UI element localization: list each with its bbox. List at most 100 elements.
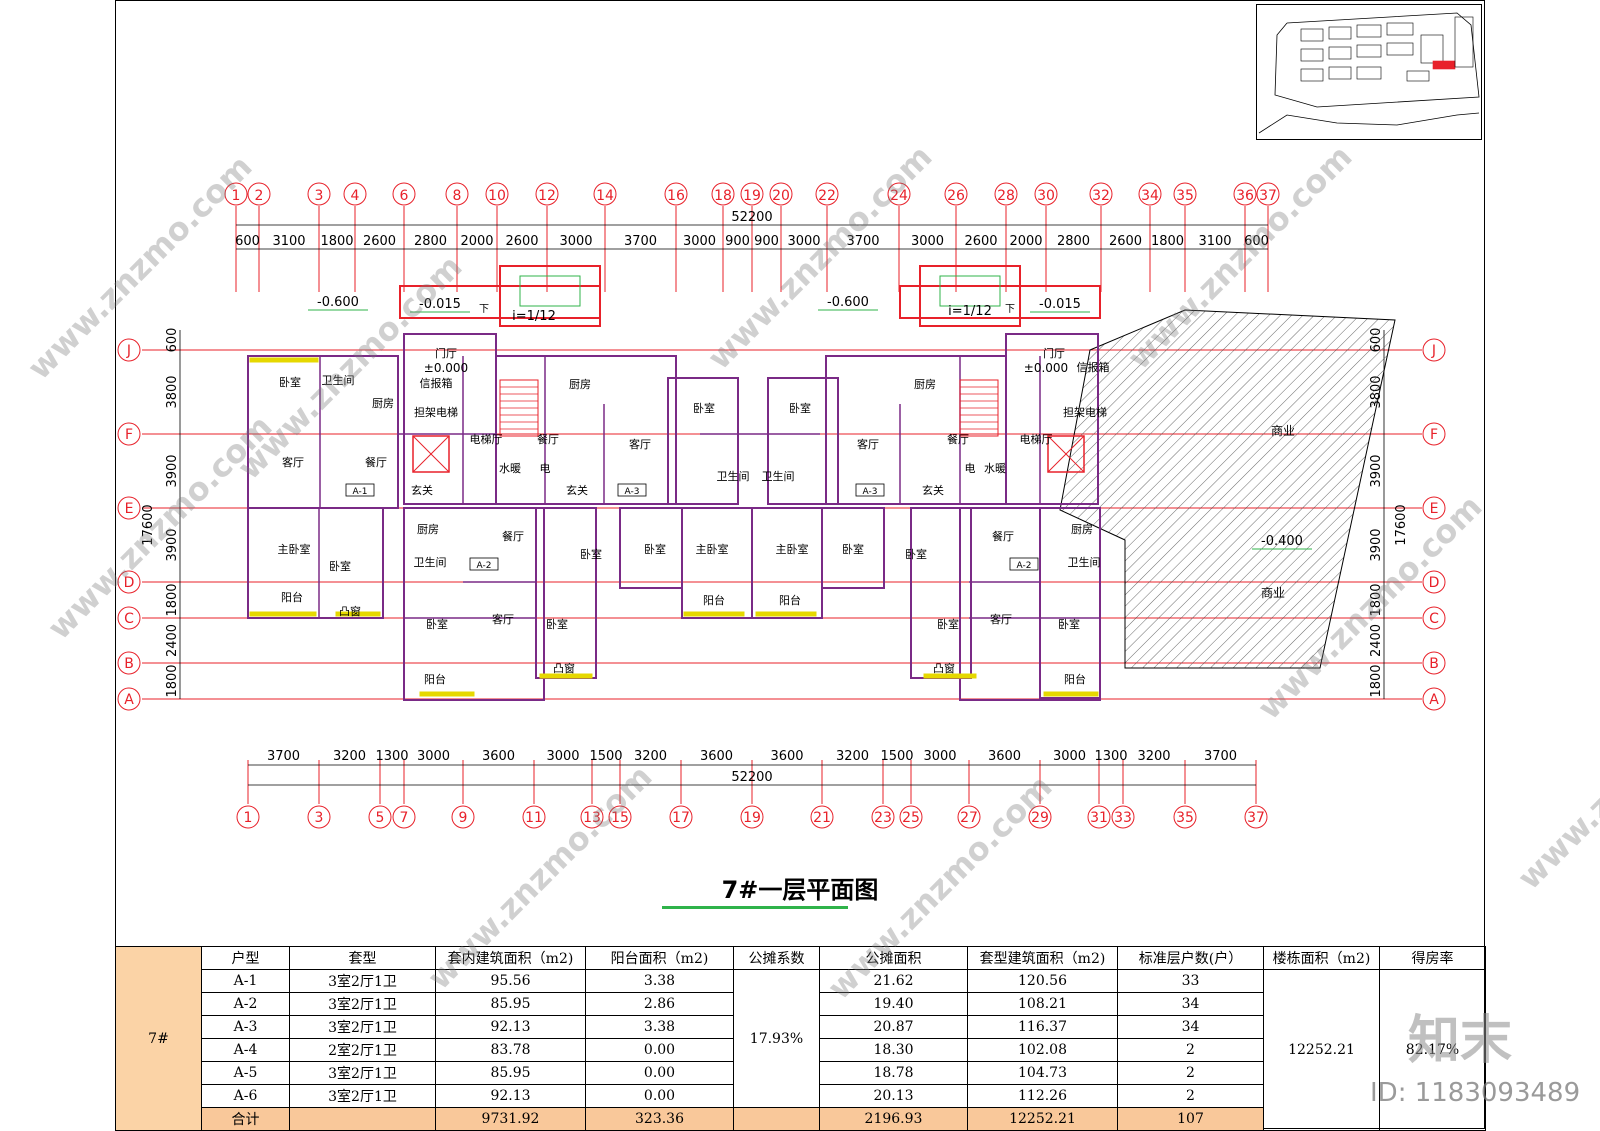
cell-total-area: 116.37: [967, 1015, 1118, 1039]
cell-empty: [733, 1107, 820, 1131]
ramp-outer: [919, 265, 1021, 327]
room-label: 客厅: [629, 437, 651, 451]
axis-label-bottom: 35: [1176, 810, 1194, 826]
left-dim-label: 1800: [165, 583, 180, 616]
cell-layout: 3室2厅1卫: [289, 992, 436, 1016]
lobby-level: ±0.000: [424, 361, 468, 375]
room-label: 厨房: [914, 378, 936, 391]
axis-label-top: 35: [1176, 188, 1194, 204]
axis-bubble-bottom: [236, 805, 260, 829]
unit-tag: A-2: [1017, 561, 1032, 571]
axis-label-top: 1: [232, 188, 241, 204]
axis-bubble-left: [117, 422, 141, 446]
axis-bubble-top: [343, 182, 367, 206]
wall-outline: [1005, 333, 1099, 505]
elevator-cross: [1047, 435, 1085, 473]
top-dim-label: 600: [1244, 234, 1269, 249]
unit-tag-box: [345, 483, 375, 497]
cell-balcony-area: 3.38: [585, 969, 734, 993]
cell-shared-area: 2196.93: [819, 1107, 968, 1131]
axis-label-bottom: 7: [400, 810, 409, 826]
axis-label-right: A: [1429, 692, 1439, 708]
wall-outline: [247, 507, 384, 619]
room-label: 厨房: [569, 378, 591, 391]
axis-label-top: 2: [255, 188, 264, 204]
right-dim-label: 3900: [1369, 454, 1384, 487]
room-label: 凸窗: [933, 661, 955, 675]
room-label: 电: [540, 462, 551, 475]
room-label: 餐厅: [502, 529, 524, 543]
room-label: 卧室: [426, 617, 448, 631]
axis-bubble-top: [485, 182, 509, 206]
room-label: 卧室: [905, 547, 927, 561]
axis-label-left: E: [125, 501, 134, 517]
left-dim-label: 1800: [165, 664, 180, 697]
room-label: 卧室: [279, 375, 301, 389]
cell-unit-type: A-1: [201, 969, 290, 993]
cell-unit-count: 34: [1117, 992, 1264, 1016]
axis-label-top: 16: [667, 188, 685, 204]
axis-bubble-top: [740, 182, 764, 206]
id-watermark: ID: 1183093489: [1370, 1078, 1581, 1108]
lobby-label: 门厅: [1043, 346, 1065, 360]
room-label: 卧室: [644, 542, 666, 556]
cell-efficiency: 82.17%: [1379, 969, 1486, 1131]
unit-tag-box: [617, 483, 647, 497]
top-dim-label: 3000: [559, 234, 592, 249]
window: [539, 673, 593, 679]
window: [249, 357, 319, 363]
axis-label-bottom: 27: [960, 810, 978, 826]
cell-total-area: 102.08: [967, 1038, 1118, 1062]
axis-label-bottom: 33: [1114, 810, 1132, 826]
cell-inner-area: 92.13: [435, 1015, 586, 1039]
bottom-dim-label: 3600: [700, 749, 733, 764]
cell-shared-area: 21.62: [819, 969, 968, 993]
window: [1043, 691, 1099, 697]
wall-outline: [667, 377, 739, 505]
top-dim-label: 900: [754, 234, 779, 249]
left-total-dim: 17600: [141, 504, 156, 545]
room-label: 餐厅: [992, 529, 1014, 543]
right-dim-label: 2400: [1369, 624, 1384, 657]
axis-bubble-top: [247, 182, 271, 206]
axis-label-left: C: [124, 611, 134, 627]
axis-label-bottom: 37: [1247, 810, 1265, 826]
axis-bubble-top: [769, 182, 793, 206]
room-label: 卫生间: [717, 469, 750, 483]
table-header: 得房率: [1379, 946, 1486, 970]
room-label: 阳台: [424, 672, 446, 686]
room-label: 卫生间: [1068, 555, 1101, 569]
ramp-slope-label: i=1/12: [948, 304, 992, 319]
axis-bubble-top: [307, 182, 331, 206]
wall-outline: [821, 507, 885, 589]
axis-label-top: 26: [947, 188, 965, 204]
axis-label-bottom: 19: [743, 810, 761, 826]
cell-unit-type: A-2: [201, 992, 290, 1016]
cell-balcony-area: 323.36: [585, 1107, 734, 1131]
bottom-dim-label: 3200: [333, 749, 366, 764]
axis-label-bottom: 31: [1090, 810, 1108, 826]
axis-label-top: 3: [315, 188, 324, 204]
commercial-hatched-area: [1059, 309, 1396, 669]
axis-label-bottom: 21: [813, 810, 831, 826]
axis-label-top: 6: [400, 188, 409, 204]
elevator: [412, 435, 450, 473]
axis-bubble-top: [1089, 182, 1113, 206]
table-header: 标准层户数(户）: [1117, 946, 1264, 970]
axis-label-top: 34: [1141, 188, 1159, 204]
bottom-dim-label: 3000: [546, 749, 579, 764]
brand-watermark: 知末: [1408, 1011, 1513, 1071]
axis-label-bottom: 25: [902, 810, 920, 826]
axis-bubble-top: [994, 182, 1018, 206]
cell-balcony-area: 3.38: [585, 1015, 734, 1039]
room-label: 客厅: [492, 612, 514, 626]
cell-layout: 2室2厅1卫: [289, 1038, 436, 1062]
axis-bubble-left: [117, 570, 141, 594]
bottom-dim-label: 3200: [836, 749, 869, 764]
cell-layout: 3室2厅1卫: [289, 1015, 436, 1039]
cell-unit-count: 2: [1117, 1038, 1264, 1062]
right-dim-label: 1800: [1369, 583, 1384, 616]
axis-label-right: B: [1429, 656, 1439, 672]
key-plan-drawing: [1258, 12, 1480, 134]
